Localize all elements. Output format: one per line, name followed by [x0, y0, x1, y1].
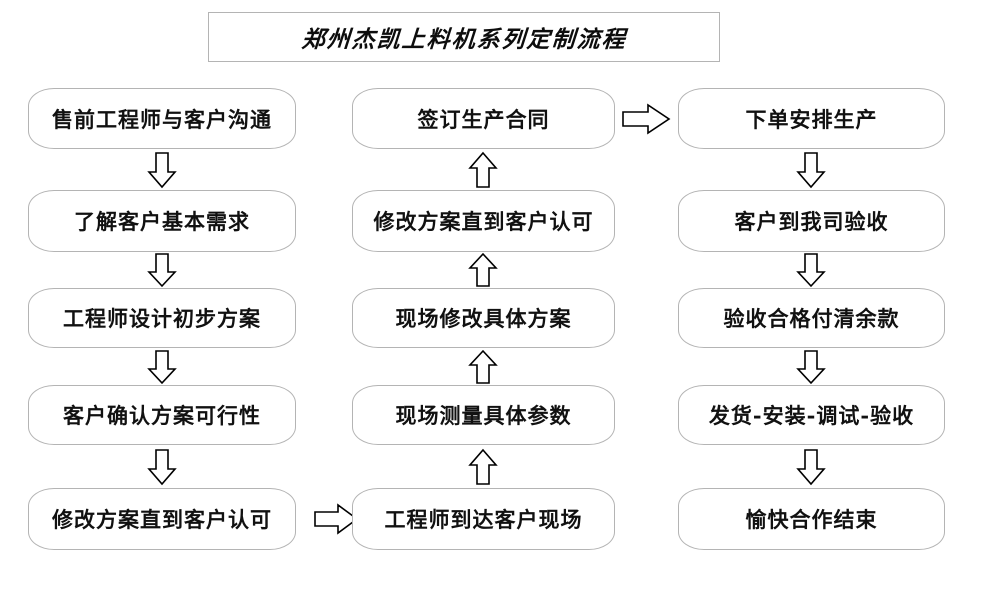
node-label: 签订生产合同: [417, 106, 550, 132]
up-arrow-col2-1: [463, 151, 503, 188]
node-col3-2[interactable]: 客户到我司验收: [678, 190, 945, 252]
node-col3-4[interactable]: 发货-安装-调试-验收: [678, 385, 945, 445]
node-col3-3[interactable]: 验收合格付清余款: [678, 288, 945, 348]
up-arrow-col2-2: [463, 252, 503, 287]
diagram-title-box: 郑州杰凯上料机系列定制流程: [208, 12, 720, 62]
down-arrow-col3-3: [791, 350, 831, 385]
node-col2-5[interactable]: 工程师到达客户现场: [352, 488, 615, 550]
node-label: 客户确认方案可行性: [63, 403, 261, 428]
up-arrow-col2-4: [463, 448, 503, 485]
down-arrow-col3-2: [791, 253, 831, 288]
node-label: 现场修改具体方案: [395, 306, 572, 331]
right-arrow-col1-to-col2: [314, 502, 360, 536]
node-label: 下单安排生产: [745, 106, 878, 132]
node-col1-2[interactable]: 了解客户基本需求: [28, 190, 296, 252]
node-label: 客户到我司验收: [734, 209, 889, 234]
node-col2-2[interactable]: 修改方案直到客户认可: [352, 190, 615, 252]
node-col1-5[interactable]: 修改方案直到客户认可: [28, 488, 296, 550]
down-arrow-col1-3: [142, 350, 182, 385]
node-label: 工程师设计初步方案: [63, 306, 261, 331]
node-col3-1[interactable]: 下单安排生产: [678, 88, 945, 149]
node-label: 售前工程师与客户沟通: [52, 106, 272, 132]
node-label: 愉快合作结束: [745, 507, 878, 532]
node-col2-1[interactable]: 签订生产合同: [352, 88, 615, 149]
right-arrow-col2-to-col3: [622, 102, 672, 136]
node-label: 修改方案直到客户认可: [52, 507, 272, 532]
node-col1-4[interactable]: 客户确认方案可行性: [28, 385, 296, 445]
node-label: 工程师到达客户现场: [384, 507, 583, 532]
node-label: 了解客户基本需求: [74, 209, 250, 234]
node-col2-4[interactable]: 现场测量具体参数: [352, 385, 615, 445]
node-label: 修改方案直到客户认可: [373, 209, 594, 234]
down-arrow-col3-4: [791, 449, 831, 486]
node-col2-3[interactable]: 现场修改具体方案: [352, 288, 615, 348]
down-arrow-col1-2: [142, 253, 182, 288]
down-arrow-col3-1: [791, 152, 831, 189]
node-col1-1[interactable]: 售前工程师与客户沟通: [28, 88, 296, 149]
diagram-title: 郑州杰凯上料机系列定制流程: [300, 26, 628, 53]
down-arrow-col1-4: [142, 449, 182, 486]
node-label: 验收合格付清余款: [723, 306, 900, 331]
node-col3-5[interactable]: 愉快合作结束: [678, 488, 945, 550]
up-arrow-col2-3: [463, 349, 503, 384]
node-label: 发货-安装-调试-验收: [708, 403, 915, 428]
node-col1-3[interactable]: 工程师设计初步方案: [28, 288, 296, 348]
node-label: 现场测量具体参数: [395, 403, 572, 428]
down-arrow-col1-1: [142, 152, 182, 189]
